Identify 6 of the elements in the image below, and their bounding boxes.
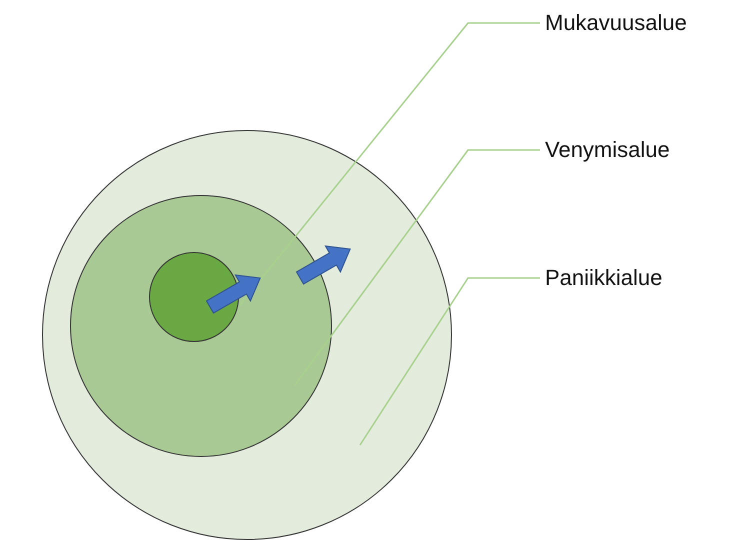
zone-label: Venymisalue xyxy=(545,137,670,163)
zone-label: Paniikkialue xyxy=(545,265,662,291)
leader-line xyxy=(294,149,540,386)
leader-line xyxy=(359,277,540,446)
leader-line xyxy=(239,22,540,306)
zone-label: Mukavuusalue xyxy=(545,10,687,36)
